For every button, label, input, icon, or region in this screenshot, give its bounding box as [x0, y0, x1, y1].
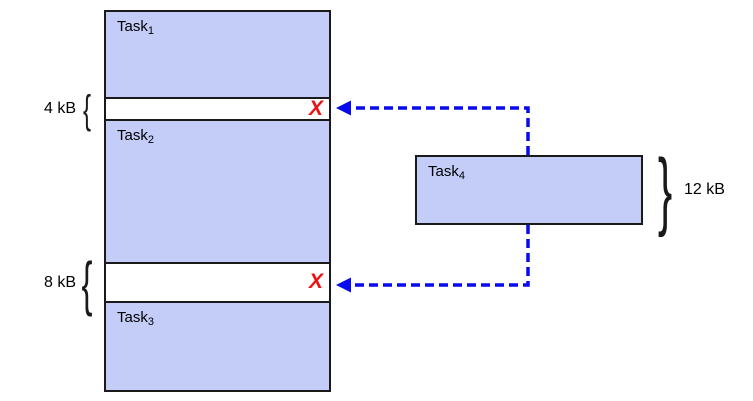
memory-block-task2: Task2 [106, 121, 329, 262]
task3-label-base: Task [117, 309, 148, 326]
free-gap-4kb: X [106, 97, 329, 121]
brace-8kb-icon: { [81, 249, 93, 317]
task1-label-sub: 1 [147, 25, 154, 37]
memory-column: Task1 X Task2 X Task3 [104, 10, 331, 392]
incoming-task4-block: Task4 [415, 155, 643, 225]
task4-label: Task4 [428, 163, 465, 182]
brace-4kb-icon: { [82, 87, 92, 132]
gap-size-label-4kb: 4 kB [43, 100, 76, 117]
memory-block-task3: Task3 [106, 303, 329, 390]
arrow-task4-to-4kb-gap [336, 100, 530, 155]
memory-block-task1: Task1 [106, 12, 329, 97]
task1-label: Task1 [117, 18, 154, 37]
task1-label-base: Task [117, 18, 148, 35]
task3-label: Task3 [117, 309, 154, 328]
task4-label-sub: 4 [458, 170, 465, 182]
brace-12kb-icon: } [657, 141, 673, 238]
task2-label: Task2 [117, 127, 154, 146]
task4-size-label-12kb: 12 kB [684, 181, 725, 198]
task4-label-base: Task [428, 163, 459, 180]
reject-x-icon: X [308, 270, 323, 293]
task2-label-sub: 2 [147, 134, 154, 146]
reject-x-icon: X [308, 96, 323, 120]
arrow-task4-to-8kb-gap [336, 225, 530, 293]
gap-size-label-8kb: 8 kB [43, 274, 76, 291]
task2-label-base: Task [117, 127, 148, 144]
free-gap-8kb: X [106, 262, 329, 303]
task3-label-sub: 3 [147, 316, 154, 328]
arrowhead-left-icon [336, 100, 351, 116]
arrowhead-left-icon [336, 277, 351, 293]
